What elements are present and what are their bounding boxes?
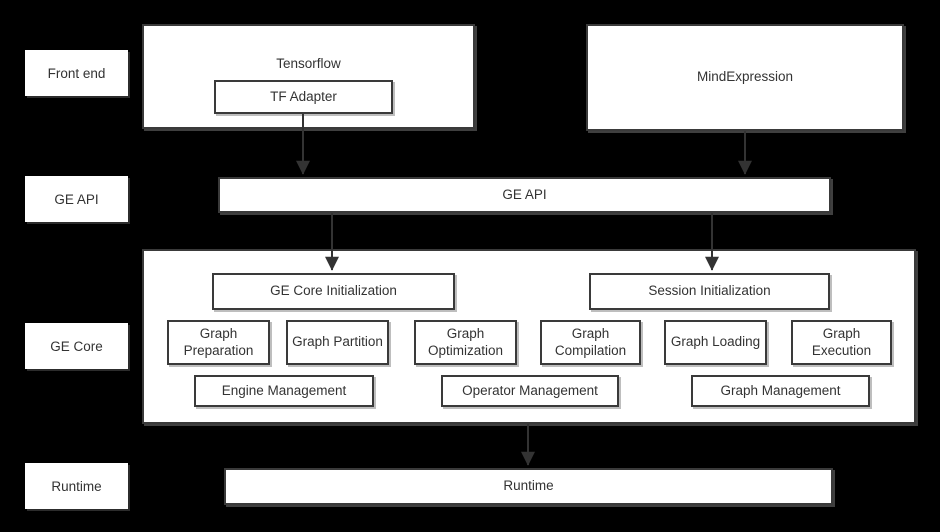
box-graph-preparation: Graph Preparation (167, 320, 270, 365)
box-graph-preparation-text: Graph Preparation (183, 325, 254, 358)
box-operator-management: Operator Management (441, 375, 619, 407)
box-graph-partition: Graph Partition (286, 320, 389, 365)
box-tensorflow-title: Tensorflow (276, 56, 341, 71)
box-ge-api-text: GE API (502, 186, 547, 202)
box-runtime: Runtime (224, 468, 833, 505)
box-graph-management: Graph Management (691, 375, 870, 407)
box-ge-core-initialization-text: GE Core Initialization (270, 283, 397, 299)
box-tf-adapter: TF Adapter (214, 80, 393, 114)
box-engine-management-text: Engine Management (221, 382, 347, 398)
layer-label-ge-core-text: GE Core (50, 338, 103, 354)
box-graph-loading: Graph Loading (664, 320, 767, 365)
box-graph-compilation-text: Graph Compilation (554, 325, 627, 358)
layer-label-ge-api-text: GE API (54, 191, 99, 207)
layer-label-front-end-text: Front end (47, 65, 106, 81)
box-graph-optimization-text: Graph Optimization (427, 325, 504, 358)
box-session-initialization-text: Session Initialization (648, 283, 771, 299)
box-session-initialization: Session Initialization (589, 273, 830, 310)
layer-label-runtime: Runtime (25, 463, 128, 509)
layer-label-ge-api: GE API (25, 176, 128, 222)
box-operator-management-text: Operator Management (462, 382, 598, 398)
box-graph-optimization: Graph Optimization (414, 320, 517, 365)
box-graph-loading-text: Graph Loading (670, 334, 761, 350)
layer-label-ge-core: GE Core (25, 323, 128, 369)
box-ge-core-initialization: GE Core Initialization (212, 273, 455, 310)
box-mindexpression: MindExpression (586, 24, 904, 131)
box-graph-execution: Graph Execution (791, 320, 892, 365)
box-graph-execution-text: Graph Execution (811, 325, 872, 358)
box-graph-partition-text: Graph Partition (292, 334, 383, 350)
layer-label-runtime-text: Runtime (51, 478, 102, 494)
box-tf-adapter-text: TF Adapter (270, 88, 337, 104)
layer-label-front-end: Front end (25, 50, 128, 96)
box-ge-api: GE API (218, 177, 831, 213)
box-tensorflow: Tensorflow TF Adapter (142, 24, 475, 129)
box-graph-management-text: Graph Management (720, 382, 841, 398)
box-mindexpression-text: MindExpression (696, 69, 794, 85)
box-engine-management: Engine Management (194, 375, 374, 407)
box-graph-compilation: Graph Compilation (540, 320, 641, 365)
box-ge-core-container: GE Core Initialization Session Initializ… (142, 249, 916, 424)
box-runtime-text: Runtime (503, 478, 554, 494)
